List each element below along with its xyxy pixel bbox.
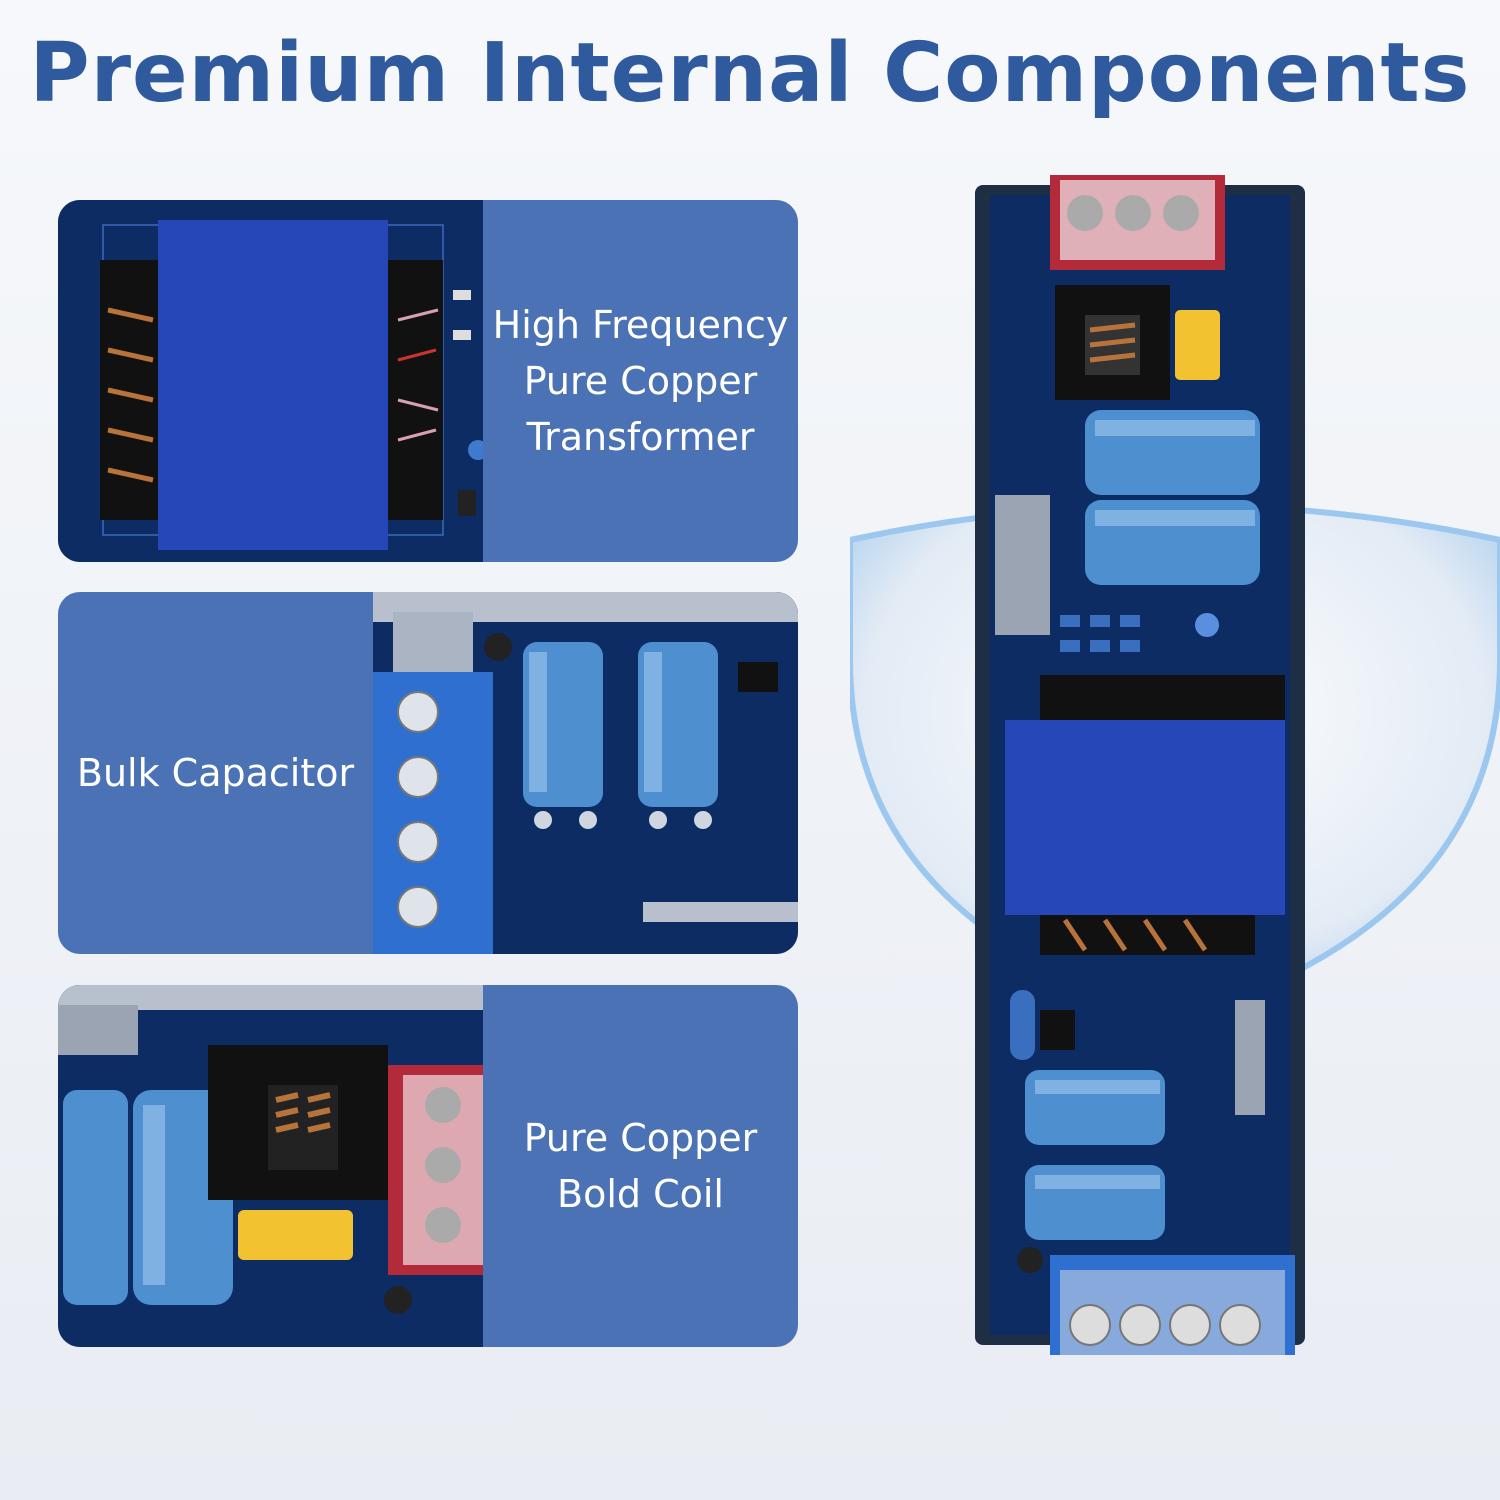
caption-line: Pure Copper — [523, 1116, 758, 1160]
card-bulk-capacitor: Bulk Capacitor — [58, 592, 798, 954]
caption-line: Pure Copper — [523, 359, 758, 403]
caption-line: High Frequency — [492, 303, 789, 347]
caption-line: Bold Coil — [557, 1172, 724, 1216]
capacitor-caption: Bulk Capacitor — [58, 592, 373, 954]
power-supply-board — [975, 175, 1305, 1355]
transformer-photo — [58, 200, 483, 562]
capacitor-photo — [373, 592, 798, 954]
card-copper-coil: Pure Copper Bold Coil — [58, 985, 798, 1347]
coil-photo — [58, 985, 483, 1347]
caption-line: Bulk Capacitor — [76, 751, 355, 795]
coil-caption: Pure Copper Bold Coil — [483, 985, 798, 1347]
page-title: Premium Internal Components — [29, 26, 1471, 121]
card-transformer: High Frequency Pure Copper Transformer — [58, 200, 798, 562]
transformer-caption: High Frequency Pure Copper Transformer — [483, 200, 798, 562]
caption-line: Transformer — [526, 415, 755, 459]
